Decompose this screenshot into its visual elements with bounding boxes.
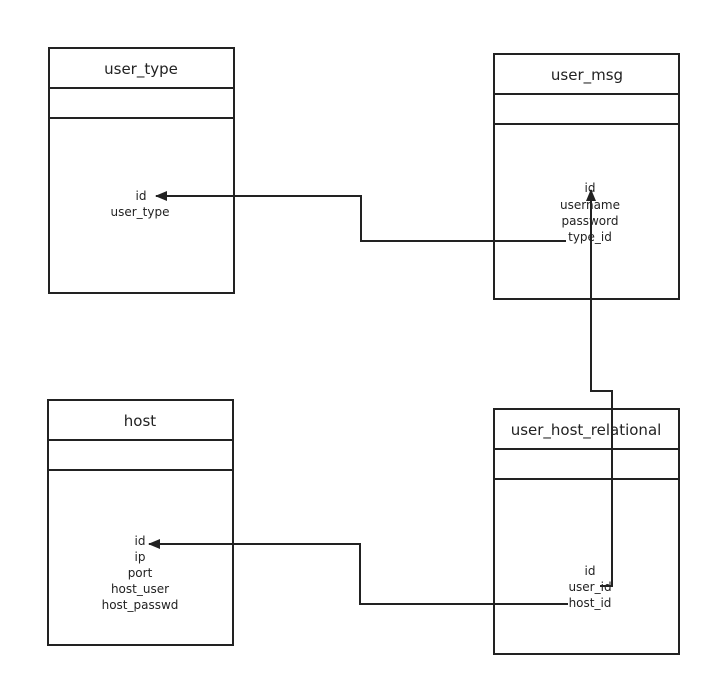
table-user-msg-title: user_msg (551, 66, 623, 85)
table-host-border (47, 399, 234, 646)
table-host-title: host (124, 412, 156, 430)
table-host-field: host_passwd (102, 598, 179, 612)
table-user-msg-border (493, 53, 680, 300)
table-host-field: host_user (111, 582, 169, 596)
table-user-type-border (48, 47, 235, 294)
connector-user-id-to-user-msg-id (586, 189, 613, 587)
table-user-host-relational-field: id (585, 564, 596, 578)
connector-type-id-to-user-type-id (155, 191, 566, 242)
connector-host-id-to-host-id (148, 539, 568, 605)
table-host-field: id (135, 534, 146, 548)
table-host: host id ip port host_user host_passwd (47, 399, 234, 646)
table-host-field: port (128, 566, 153, 580)
table-user-host-relational: user_host_relational id user_id host_id (493, 408, 680, 655)
table-user-type-field: user_type (111, 205, 170, 219)
table-user-host-relational-field: host_id (569, 596, 612, 610)
table-user-type: user_type id user_type (48, 47, 235, 294)
table-user-host-relational-field: user_id (568, 580, 611, 594)
table-user-msg: user_msg id username password type_id (493, 53, 680, 300)
table-user-host-relational-border (493, 408, 680, 655)
table-user-type-title: user_type (104, 60, 178, 79)
table-user-type-field: id (136, 189, 147, 203)
table-host-field: ip (135, 550, 146, 564)
table-user-msg-field: id (585, 181, 596, 195)
table-user-host-relational-title: user_host_relational (511, 421, 662, 440)
